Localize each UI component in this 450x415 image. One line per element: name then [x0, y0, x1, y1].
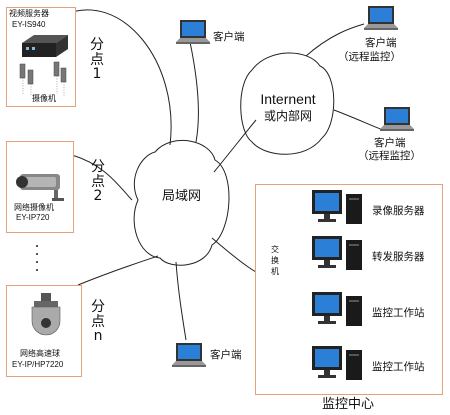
branch2-point-label: 分点2: [88, 160, 108, 204]
monitor-center-title: 监控中心: [322, 397, 375, 412]
branch1-sub-device: 摄像机: [32, 94, 56, 103]
internet-label-2: 或内部网: [263, 109, 312, 123]
link-bottom-client: [175, 261, 187, 341]
switch-label: 交换机: [271, 245, 281, 277]
laptop-icon-remote2: [380, 107, 414, 131]
server-icon-1: [312, 190, 362, 224]
laptop-icon-top: [176, 20, 210, 44]
laptop-icon-bottom: [172, 343, 206, 367]
branch1-device-model: EY-IS940: [12, 20, 46, 29]
branch2-point-text: 分点2: [91, 159, 105, 205]
link-branch2: [71, 154, 133, 201]
link-top-client: [189, 41, 199, 143]
laptop-icon-remote1: [364, 6, 398, 30]
switch-label-text: 交换机: [271, 245, 279, 276]
branch1-device-title: 视频服务器: [9, 9, 49, 18]
branchn-point-text: 分点n: [91, 299, 105, 345]
lan-label: 局域网: [162, 189, 202, 204]
link-lan-internet: [213, 119, 257, 173]
camera-group-icon: [19, 61, 67, 96]
client-top-label: 客户端: [213, 31, 245, 43]
branch1-point-label: 分点1: [87, 38, 107, 82]
server-icon-2: [312, 236, 362, 270]
server-label-1: 录像服务器: [372, 205, 425, 217]
branch1-point-text: 分点1: [90, 37, 104, 83]
speed-dome-icon: [31, 293, 61, 336]
lan-cloud-outline: [133, 139, 230, 266]
internet-label-1: Internent: [260, 91, 316, 107]
ellipsis-dots: [36, 245, 38, 271]
branchn-point-label: 分点n: [88, 300, 108, 344]
client-bottom-label: 客户端: [210, 349, 242, 361]
workstation-icon-2: [312, 346, 362, 380]
video-server-icon: [22, 35, 68, 57]
branchn-device-title: 网络高速球: [20, 349, 60, 358]
internet-cloud-outline: [240, 52, 335, 155]
client-remote1-line1: 客户端: [365, 37, 397, 49]
client-remote2-line2: （远程监控）: [358, 150, 421, 162]
link-remote1: [305, 23, 365, 57]
client-remote2-line1: 客户端: [374, 137, 406, 149]
workstation-label-2: 监控工作站: [372, 361, 425, 373]
link-remote2: [333, 109, 384, 131]
network-camera-icon: [16, 174, 64, 201]
link-branchn: [77, 255, 159, 286]
server-label-2: 转发服务器: [372, 251, 425, 263]
workstation-label-1: 监控工作站: [372, 307, 425, 319]
branchn-device-model: EY-IP/HP7220: [12, 360, 64, 369]
branch2-device-title: 网络摄像机: [14, 203, 54, 212]
branch2-device-model: EY-IP720: [16, 213, 50, 222]
link-branch1: [63, 9, 172, 146]
client-remote1-line2: （远程监控）: [338, 51, 401, 63]
workstation-icon-1: [312, 292, 362, 326]
